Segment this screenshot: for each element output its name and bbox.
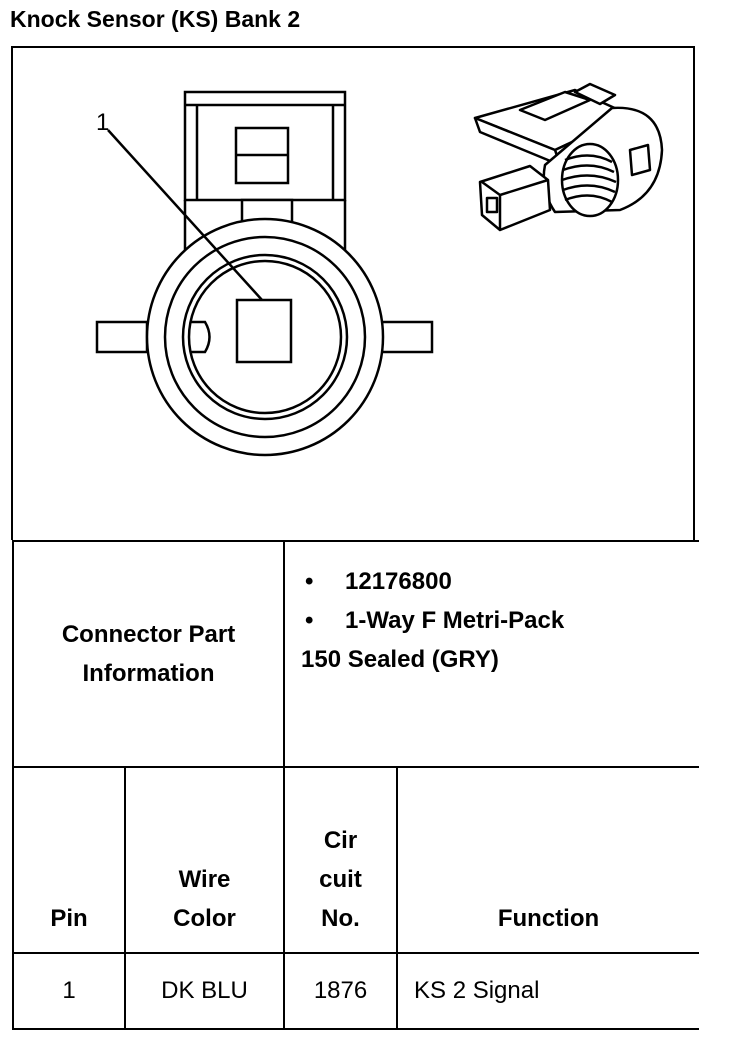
callout-label-1: 1 [96,109,109,136]
connector-description-line2: 150 Sealed (GRY) [301,646,499,673]
cell-circuit-number: 1876 [283,952,399,1030]
terminal-cavity-1 [235,298,293,364]
connector-key-notch [190,320,211,354]
connector-isometric-view [473,82,664,232]
connector-part-info-row: Connector Part Information • 12176800 •1-… [11,540,700,768]
connector-inner-ring [181,253,349,421]
left-mounting-tab [95,320,149,354]
header-wire-color: Wire Color [123,766,286,954]
part-number-line: • 12176800 [301,562,699,601]
cell-function: KS 2 Signal [396,952,700,1030]
bullet-icon: • [305,568,314,595]
table-row: 1 DK BLU 1876 KS 2 Signal [12,952,700,1030]
part-number: 12176800 [345,568,452,595]
connector-part-info-details: • 12176800 •1-Way F Metri-Pack 150 Sealed… [283,540,700,768]
cell-wire-color: DK BLU [123,952,286,1030]
cell-pin: 1 [12,952,126,1030]
connector-middle-ring [163,235,367,439]
header-function: Function [396,766,700,954]
connector-face-diagram: 1 [95,82,664,457]
connector-part-info-label-line2: Information [82,660,215,687]
connector-info-table: Connector Part Information • 12176800 •1-… [11,540,700,1030]
connector-description-line1: •1-Way F Metri-Pack [301,601,699,640]
header-pin: Pin [12,766,126,954]
page-title: Knock Sensor (KS) Bank 2 [10,6,301,32]
right-mounting-tab [380,320,434,354]
connector-drawing-frame [11,46,695,540]
bullet-icon: • [305,607,314,634]
pin-table-header-row: Pin Wire Color Cir cuit No. Function [12,766,700,954]
header-circuit-number: Cir cuit No. [283,766,399,954]
connector-face-view [95,90,434,457]
callout-leader-line [107,129,263,301]
connector-part-info-label-line1: Connector Part [61,621,236,648]
connector-part-info-label: Connector Part Information [11,540,286,768]
